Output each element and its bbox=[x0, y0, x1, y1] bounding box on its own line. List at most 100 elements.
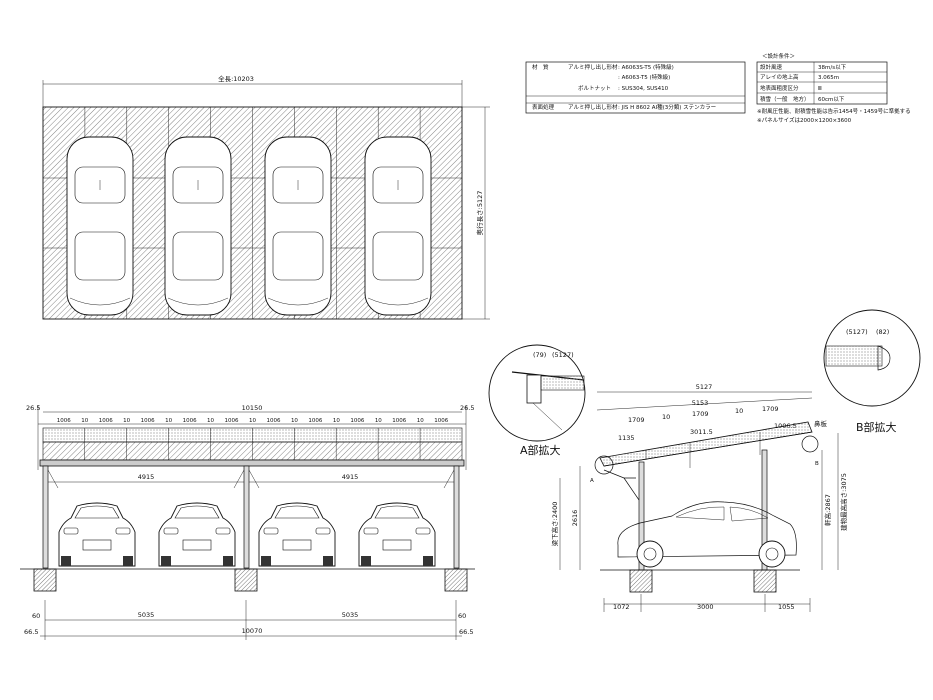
material-spec-table: 材 質 アルミ押し出し形材 : A6063S-T5 (特殊級) : A6063-… bbox=[525, 61, 746, 114]
detail-a-gutter bbox=[526, 374, 542, 404]
side-footing-front bbox=[629, 569, 653, 593]
front-base-right: 60 bbox=[458, 612, 466, 620]
side-seg-1: 10 bbox=[662, 413, 670, 421]
side-seg-2: 1709 bbox=[692, 410, 709, 418]
side-dim-1135: 1135 bbox=[618, 434, 635, 442]
cond-value-0: 38m/s以下 bbox=[818, 64, 847, 71]
front-car bbox=[258, 502, 336, 567]
spec-key-3: 表面処理 bbox=[532, 103, 555, 111]
side-height-2867: 軒高:2867 bbox=[823, 494, 832, 526]
front-panel-joints bbox=[84, 428, 421, 460]
front-edge-bottom-left: 66.5 bbox=[24, 628, 38, 636]
front-edge-left: 26.5 bbox=[26, 404, 40, 412]
side-seg-4: 1709 bbox=[762, 405, 779, 413]
spec-value-2: : SUS304, SUS410 bbox=[618, 86, 669, 92]
side-dim-3011: 3011.5 bbox=[690, 428, 713, 436]
front-span-left: 4915 bbox=[138, 473, 155, 481]
front-panel-dim-label: 10 bbox=[165, 418, 172, 424]
front-panel-dim-label: 1006 bbox=[99, 418, 113, 424]
cond-label-0: 設計風速 bbox=[760, 63, 783, 71]
mark-a: A bbox=[590, 478, 594, 484]
side-bottom-1055: 1055 bbox=[778, 603, 795, 611]
cond-value-3: 60cm以下 bbox=[818, 96, 845, 103]
spec-label-2: ボルトナット bbox=[578, 84, 611, 92]
side-bottom-3000: 3000 bbox=[697, 603, 714, 611]
front-beam bbox=[39, 459, 465, 467]
cond-label-3: 積雪（一般 地方） bbox=[760, 95, 810, 103]
design-conditions-title: ＜設計条件＞ bbox=[762, 52, 795, 60]
front-panel-dim-label: 1006 bbox=[308, 418, 322, 424]
cond-note-1: ※パネルサイズは2000×1200×3600 bbox=[757, 116, 852, 124]
side-seg-0: 1709 bbox=[628, 416, 645, 424]
front-panel-dimensions: 1006 10 1006 10 1006 10 1006 10 1006 10 1006 10 1006… bbox=[57, 418, 449, 424]
plan-car bbox=[164, 136, 232, 316]
side-height-2616: 2616 bbox=[571, 510, 579, 527]
front-panel-dim-label: 10 bbox=[123, 418, 130, 424]
depth-label: 奥行長さ:5127 bbox=[475, 191, 484, 236]
cond-label-2: 地表面粗度区分 bbox=[760, 84, 799, 92]
front-pitch-right: 5035 bbox=[342, 611, 359, 619]
parked-cars-plan bbox=[66, 136, 432, 316]
front-panel-dim-label: 10 bbox=[333, 418, 340, 424]
side-bottom-1072: 1072 bbox=[613, 603, 630, 611]
detail-a-dim-0: (79) bbox=[533, 351, 546, 359]
side-height-2400: 梁下高さ:2400 bbox=[550, 502, 559, 547]
front-panel-dim-label: 10 bbox=[207, 418, 214, 424]
design-conditions-table: ＜設計条件＞ 設計風速 38m/s以下 アレイの地上高 3.065m 地表面粗度… bbox=[756, 52, 911, 124]
spec-label-3: アルミ押し出し形材 bbox=[568, 103, 618, 111]
mark-b-circle bbox=[801, 435, 819, 453]
side-eave-label: 鼻板 bbox=[814, 419, 828, 428]
plan-car bbox=[66, 136, 134, 316]
spec-value-1: : A6063-T5 (特殊級) bbox=[618, 73, 670, 81]
front-edge-right: 26.5 bbox=[460, 404, 474, 412]
plan-car bbox=[364, 136, 432, 316]
front-car bbox=[358, 502, 436, 567]
front-footing-left bbox=[33, 568, 57, 592]
front-total-bottom: 10070 bbox=[242, 627, 263, 635]
front-car bbox=[58, 502, 136, 567]
side-footing-rear bbox=[753, 569, 777, 593]
detail-a-dim-1: (5127) bbox=[552, 351, 574, 359]
front-panel-dim-label: 1006 bbox=[392, 418, 406, 424]
spec-label-0: アルミ押し出し形材 bbox=[568, 63, 618, 71]
front-panel-dim-label: 10 bbox=[81, 418, 88, 424]
front-panel-dim-label: 1006 bbox=[434, 418, 448, 424]
cond-value-2: Ⅲ bbox=[818, 86, 822, 92]
side-car bbox=[617, 501, 797, 568]
side-roof-depth: 5127 bbox=[696, 383, 713, 391]
parked-cars-front bbox=[58, 502, 436, 567]
front-base-left: 60 bbox=[32, 612, 40, 620]
mark-b: B bbox=[815, 461, 819, 467]
spec-value-3: : JIS H 8602 AI種(3分類) ステンカラー bbox=[618, 103, 716, 111]
detail-b-label: B部拡大 bbox=[856, 420, 897, 434]
side-elevation: (79) (5127) A部拡大 (5127) (82) B部拡大 5127 5… bbox=[488, 309, 921, 612]
front-car bbox=[158, 502, 236, 567]
front-panel-dim-label: 1006 bbox=[183, 418, 197, 424]
cond-label-1: アレイの地上高 bbox=[760, 73, 799, 81]
front-pitch-left: 5035 bbox=[138, 611, 155, 619]
side-height-3075: 建物最高高さ:3075 bbox=[839, 473, 848, 531]
front-panel-dim-label: 10 bbox=[249, 418, 256, 424]
detail-a-label: A部拡大 bbox=[520, 443, 561, 457]
front-panel-dim-label: 10 bbox=[417, 418, 424, 424]
front-panel-dim-label: 1006 bbox=[57, 418, 71, 424]
front-post-left bbox=[42, 465, 49, 569]
spec-value-0: : A6063S-T5 (特殊級) bbox=[618, 63, 674, 71]
front-span-right: 4915 bbox=[342, 473, 359, 481]
plan-car bbox=[264, 136, 332, 316]
detail-b-dim-0: (5127) bbox=[846, 328, 868, 336]
front-panel-dim-label: 10 bbox=[375, 418, 382, 424]
cond-note-0: ※耐風圧性能、耐積雪性能は告示1454号・1459号に準拠する bbox=[757, 107, 911, 115]
detail-b-dim-1: (82) bbox=[876, 328, 889, 336]
front-panel-dim-label: 1006 bbox=[141, 418, 155, 424]
side-seg-3: 10 bbox=[735, 407, 743, 415]
plan-view: 全長:10203 奥行長さ:5127 bbox=[42, 74, 490, 320]
front-footing-center bbox=[234, 568, 258, 592]
spec-key-0: 材 質 bbox=[532, 63, 549, 71]
side-roof-slope: 5153 bbox=[692, 399, 709, 407]
front-edge-bottom-right: 66.5 bbox=[459, 628, 473, 636]
front-panel-dim-label: 1006 bbox=[266, 418, 280, 424]
cond-value-1: 3.065m bbox=[818, 75, 839, 81]
